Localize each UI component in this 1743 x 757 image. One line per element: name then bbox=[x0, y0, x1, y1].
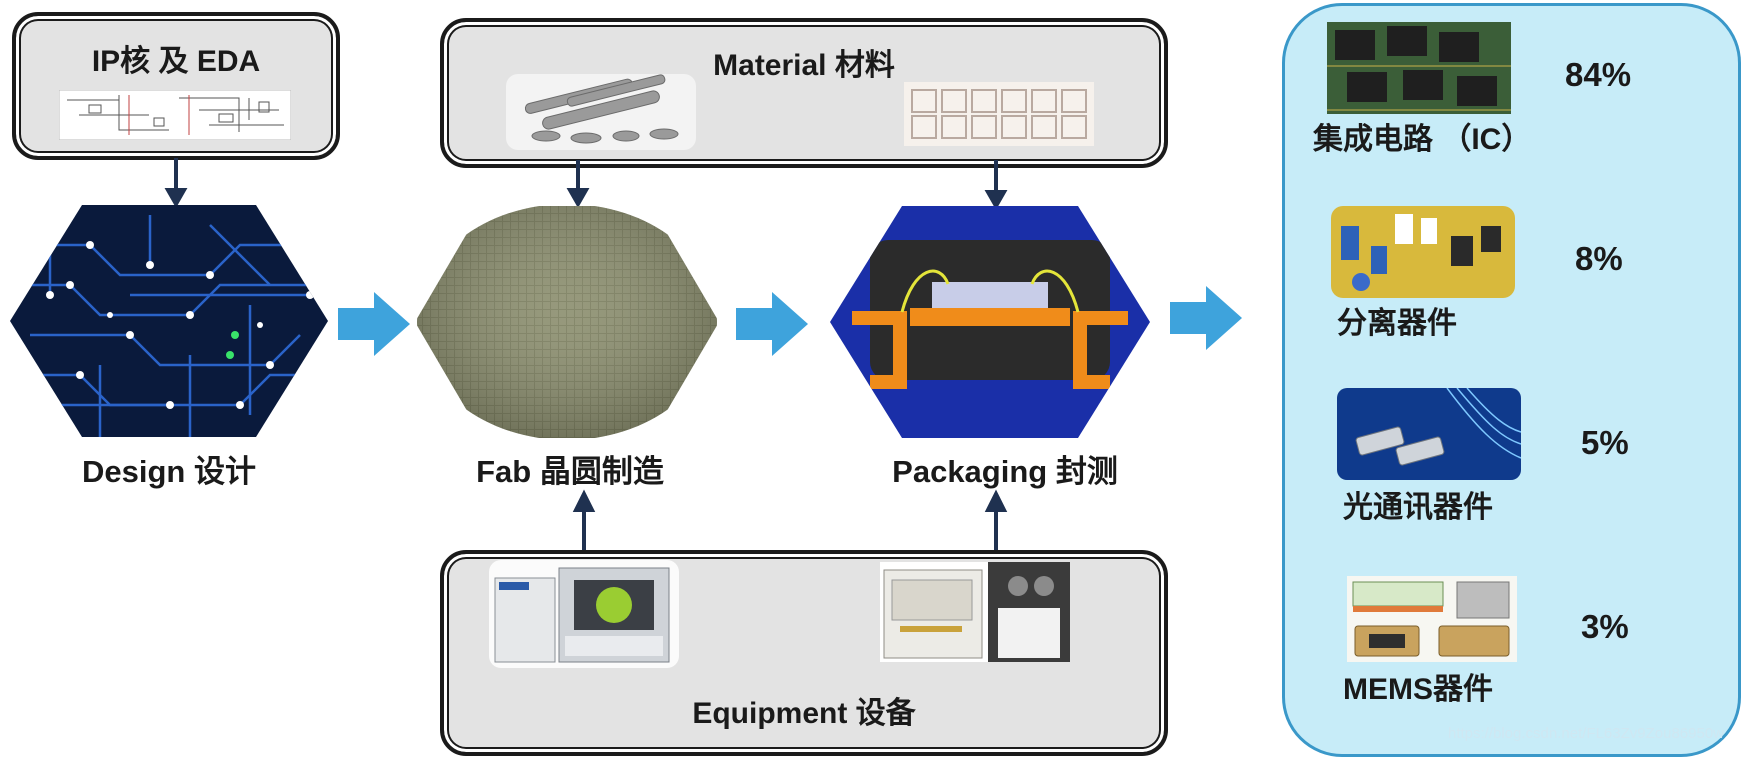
watermark-url: https://blog.csdn.net/FL63Zv9Zou86950w bbox=[1447, 725, 1724, 742]
design-circuit-hexagon bbox=[10, 205, 328, 437]
stage-label-design: Design 设计 bbox=[82, 454, 256, 489]
flow-arrow-3 bbox=[1170, 286, 1242, 350]
category-label-discrete: 分离器件 bbox=[1337, 307, 1457, 340]
percent-mems: 3% bbox=[1581, 608, 1629, 645]
material-title: Material 材料 bbox=[713, 49, 895, 82]
mems-devices-thumbnail bbox=[1347, 576, 1517, 662]
stage-label-packaging: Packaging 封测 bbox=[892, 454, 1118, 489]
eda-schematic-thumbnail bbox=[59, 90, 291, 140]
material-box: Material 材料 bbox=[440, 18, 1168, 168]
category-label-mems: MEMS器件 bbox=[1343, 673, 1493, 706]
category-label-optical: 光通讯器件 bbox=[1343, 491, 1493, 524]
equipment-title: Equipment 设备 bbox=[692, 697, 916, 730]
flow-arrow-1 bbox=[338, 292, 410, 356]
lead-frame-thumbnail bbox=[904, 82, 1094, 146]
percent-optical: 5% bbox=[1581, 424, 1629, 461]
optical-devices-thumbnail bbox=[1337, 388, 1521, 480]
discrete-devices-thumbnail bbox=[1331, 206, 1515, 298]
ip-eda-box: IP核 及 EDA bbox=[12, 12, 340, 160]
equipment-box: Equipment 设备 bbox=[440, 550, 1168, 756]
product-categories-panel: 84% 集成电路 （IC） 8% 分离器件 5% 光通讯器件 3% MEMS器件… bbox=[1282, 3, 1741, 757]
category-label-ic: 集成电路 （IC） bbox=[1313, 123, 1532, 156]
flow-arrow-2 bbox=[736, 292, 808, 356]
percent-discrete: 8% bbox=[1575, 240, 1623, 277]
percent-ic: 84% bbox=[1565, 56, 1632, 93]
ic-chips-thumbnail bbox=[1327, 22, 1511, 114]
lithography-machine-thumbnail bbox=[489, 560, 679, 668]
package-hexagon bbox=[830, 206, 1150, 438]
test-equipment-thumbnail bbox=[880, 562, 1070, 662]
wafer-hexagon bbox=[415, 206, 719, 438]
stage-label-fab: Fab 晶圆制造 bbox=[476, 454, 664, 489]
connector-arrows bbox=[164, 158, 1008, 550]
metal-rods-thumbnail bbox=[506, 74, 696, 150]
ip-eda-title: IP核 及 EDA bbox=[91, 45, 261, 78]
